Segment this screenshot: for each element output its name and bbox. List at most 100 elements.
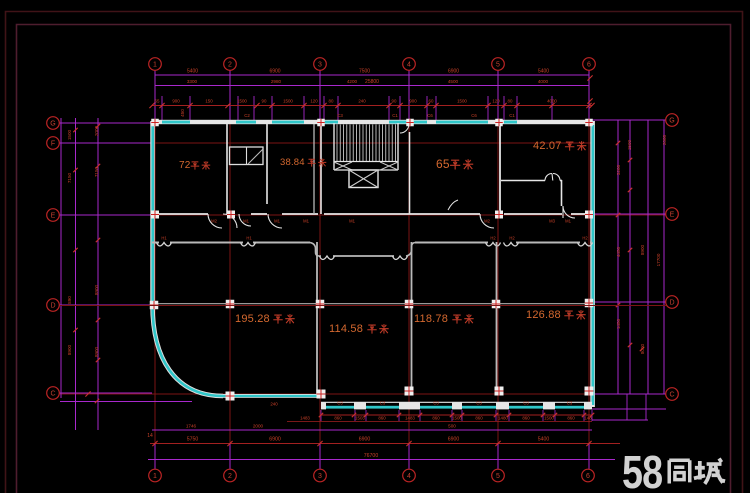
- svg-text:14: 14: [147, 433, 153, 439]
- svg-text:1450: 1450: [616, 318, 621, 329]
- svg-text:150: 150: [205, 98, 213, 103]
- svg-text:E: E: [51, 212, 56, 219]
- svg-text:C6: C6: [427, 113, 433, 118]
- svg-text:860: 860: [378, 416, 386, 421]
- svg-text:860: 860: [475, 416, 483, 421]
- svg-text:G: G: [50, 120, 55, 127]
- svg-text:H1: H1: [246, 236, 252, 241]
- svg-text:65: 65: [155, 98, 160, 103]
- svg-text:6900: 6900: [269, 437, 281, 443]
- svg-text:M2: M2: [211, 219, 217, 224]
- svg-text:4450: 4450: [616, 246, 621, 257]
- svg-text:C3: C3: [380, 401, 386, 406]
- svg-text:195.28: 195.28: [235, 313, 270, 325]
- svg-text:3300: 3300: [187, 79, 198, 84]
- svg-text:890: 890: [67, 296, 72, 304]
- svg-text:C3: C3: [337, 401, 343, 406]
- svg-text:4: 4: [407, 61, 411, 68]
- svg-text:2980: 2980: [271, 79, 282, 84]
- svg-text:3: 3: [318, 61, 322, 68]
- svg-text:8900: 8900: [94, 346, 99, 357]
- svg-text:860: 860: [334, 416, 342, 421]
- svg-text:1: 1: [153, 61, 157, 68]
- svg-text:4000: 4000: [538, 79, 549, 84]
- svg-text:2000: 2000: [94, 125, 99, 136]
- svg-text:58: 58: [622, 446, 663, 493]
- svg-text:6: 6: [586, 473, 590, 480]
- svg-text:2000: 2000: [253, 424, 264, 429]
- svg-text:1500: 1500: [283, 98, 293, 103]
- svg-text:C: C: [669, 391, 674, 398]
- svg-text:6900: 6900: [448, 437, 460, 443]
- svg-text:M1: M1: [274, 219, 280, 224]
- svg-text:2000: 2000: [662, 134, 667, 145]
- svg-text:C6: C6: [471, 113, 477, 118]
- svg-text:C3: C3: [523, 401, 529, 406]
- svg-text:C2: C2: [244, 113, 250, 118]
- svg-text:450: 450: [180, 109, 185, 117]
- svg-text:1500: 1500: [457, 98, 467, 103]
- svg-text:6: 6: [587, 61, 591, 68]
- svg-text:80: 80: [329, 98, 334, 103]
- svg-text:C3: C3: [567, 401, 573, 406]
- svg-text:4: 4: [407, 473, 411, 480]
- svg-text:1483: 1483: [300, 416, 310, 421]
- svg-text:6900: 6900: [359, 437, 371, 443]
- svg-text:5: 5: [496, 61, 500, 68]
- svg-text:60: 60: [429, 98, 434, 103]
- svg-text:1746: 1746: [186, 424, 197, 429]
- svg-text:H1: H1: [161, 236, 167, 241]
- svg-text:8900: 8900: [640, 244, 645, 255]
- svg-text:17700: 17700: [656, 253, 661, 266]
- svg-text:240: 240: [270, 401, 278, 406]
- svg-text:H2: H2: [582, 236, 588, 241]
- svg-text:2: 2: [228, 473, 232, 480]
- svg-text:H2: H2: [509, 236, 515, 241]
- svg-text:M1: M1: [243, 219, 249, 224]
- svg-text:76700: 76700: [364, 453, 379, 459]
- svg-text:1503: 1503: [355, 416, 365, 421]
- svg-text:80: 80: [508, 98, 513, 103]
- svg-text:5750: 5750: [187, 437, 199, 443]
- svg-text:900: 900: [172, 98, 180, 103]
- svg-text:90: 90: [262, 98, 267, 103]
- svg-text:7150: 7150: [67, 172, 72, 183]
- svg-text:4000: 4000: [547, 98, 557, 103]
- svg-text:860: 860: [567, 416, 575, 421]
- svg-text:1500: 1500: [544, 416, 554, 421]
- svg-text:C3: C3: [476, 401, 482, 406]
- svg-text:118.78: 118.78: [414, 313, 448, 325]
- svg-text:42.07: 42.07: [533, 140, 562, 152]
- svg-text:M1: M1: [349, 219, 355, 224]
- svg-text:7150: 7150: [94, 166, 99, 177]
- svg-text:1500: 1500: [452, 416, 462, 421]
- svg-text:M1: M1: [565, 219, 571, 224]
- svg-text:M1: M1: [303, 219, 309, 224]
- svg-text:6900: 6900: [269, 69, 280, 75]
- svg-text:4200: 4200: [347, 79, 358, 84]
- svg-text:72: 72: [179, 160, 191, 171]
- svg-text:G: G: [669, 117, 674, 124]
- svg-text:4500: 4500: [448, 79, 459, 84]
- svg-text:5400: 5400: [187, 69, 198, 75]
- svg-text:240: 240: [358, 98, 366, 103]
- svg-text:860: 860: [522, 416, 530, 421]
- svg-text:1480: 1480: [498, 416, 508, 421]
- svg-text:C: C: [50, 390, 55, 397]
- svg-text:25800: 25800: [365, 79, 379, 85]
- svg-text:1500: 1500: [627, 139, 632, 150]
- svg-text:38.84: 38.84: [280, 157, 305, 168]
- svg-text:148: 148: [584, 416, 592, 421]
- svg-text:90: 90: [392, 98, 397, 103]
- svg-text:C3: C3: [337, 113, 343, 118]
- svg-text:M2: M2: [484, 219, 490, 224]
- svg-text:7500: 7500: [359, 69, 370, 75]
- svg-text:3200: 3200: [616, 164, 621, 175]
- svg-text:5400: 5400: [538, 69, 549, 75]
- svg-text:8900: 8900: [94, 284, 99, 295]
- svg-text:2: 2: [228, 61, 232, 68]
- svg-text:8900: 8900: [67, 344, 72, 355]
- svg-text:5: 5: [496, 473, 500, 480]
- svg-text:M3: M3: [549, 219, 555, 224]
- svg-text:900: 900: [409, 98, 417, 103]
